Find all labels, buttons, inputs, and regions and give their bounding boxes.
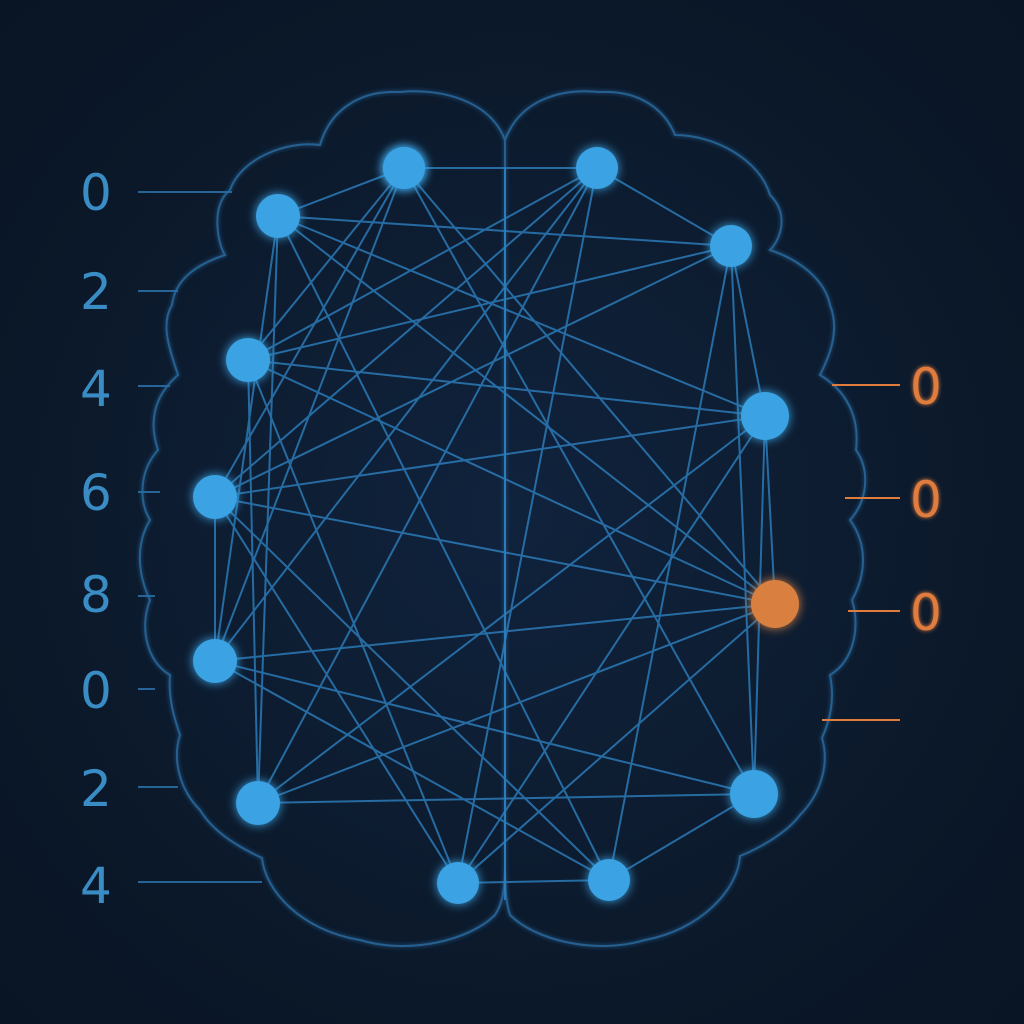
right-label: 0: [910, 358, 942, 416]
network-edge: [247, 359, 259, 804]
left-label: 0: [80, 662, 112, 720]
network-node: [437, 862, 479, 904]
network-node: [193, 639, 237, 683]
network-edge: [257, 415, 766, 804]
network-edge: [214, 603, 776, 662]
network-edge: [457, 415, 766, 884]
network-node: [236, 781, 280, 825]
network-edge: [214, 167, 598, 498]
network-edge: [214, 245, 732, 498]
active-node: [751, 580, 799, 628]
network-node: [256, 194, 300, 238]
network-node: [193, 475, 237, 519]
left-label: 8: [80, 566, 112, 624]
network-edge: [214, 215, 279, 662]
network-edge: [247, 359, 766, 417]
right-labels: 0 0 0: [910, 358, 942, 642]
left-label: 6: [80, 464, 112, 522]
network-edge: [608, 245, 732, 881]
network-edge: [457, 167, 598, 884]
left-label: 4: [80, 857, 112, 915]
network-edge: [257, 603, 776, 804]
network-node: [741, 392, 789, 440]
network-edge: [214, 660, 610, 881]
network-edge: [277, 167, 405, 217]
left-leader-lines: [138, 191, 262, 883]
network-node: [710, 225, 752, 267]
network-edge: [730, 245, 766, 417]
network-edge: [277, 215, 610, 881]
network-edge: [730, 245, 755, 795]
network-node: [730, 770, 778, 818]
left-hemisphere-outline: [138, 90, 507, 947]
network-edge: [277, 215, 766, 417]
network-edge: [214, 496, 776, 605]
network-edge: [457, 603, 776, 884]
network-edge: [457, 879, 610, 884]
network-node: [226, 338, 270, 382]
network-edge: [214, 660, 755, 795]
network-edge: [247, 167, 598, 361]
network-node: [383, 147, 425, 189]
network-edge: [257, 215, 279, 804]
network-edge: [214, 496, 610, 881]
network-node: [588, 859, 630, 901]
network-edge: [247, 359, 459, 884]
right-leader-lines: [822, 384, 900, 721]
left-label: 0: [80, 164, 112, 222]
left-label: 2: [80, 263, 112, 321]
network-nodes: [193, 147, 799, 904]
network-edge: [596, 167, 732, 247]
left-label: 4: [80, 360, 112, 418]
network-edges: [214, 167, 776, 900]
left-labels: 0 2 4 6 8 0 2 4: [80, 164, 112, 915]
network-edge: [608, 793, 755, 881]
network-edge: [214, 415, 766, 498]
network-node: [576, 147, 618, 189]
network-edge: [247, 245, 732, 361]
network-edge: [257, 167, 598, 804]
right-label: 0: [910, 471, 942, 529]
network-edge: [403, 167, 755, 795]
network-edge: [277, 215, 776, 605]
left-label: 2: [80, 760, 112, 818]
network-edge: [214, 167, 598, 662]
network-edge: [247, 359, 776, 605]
right-label: 0: [910, 584, 942, 642]
network-edge: [764, 415, 776, 605]
